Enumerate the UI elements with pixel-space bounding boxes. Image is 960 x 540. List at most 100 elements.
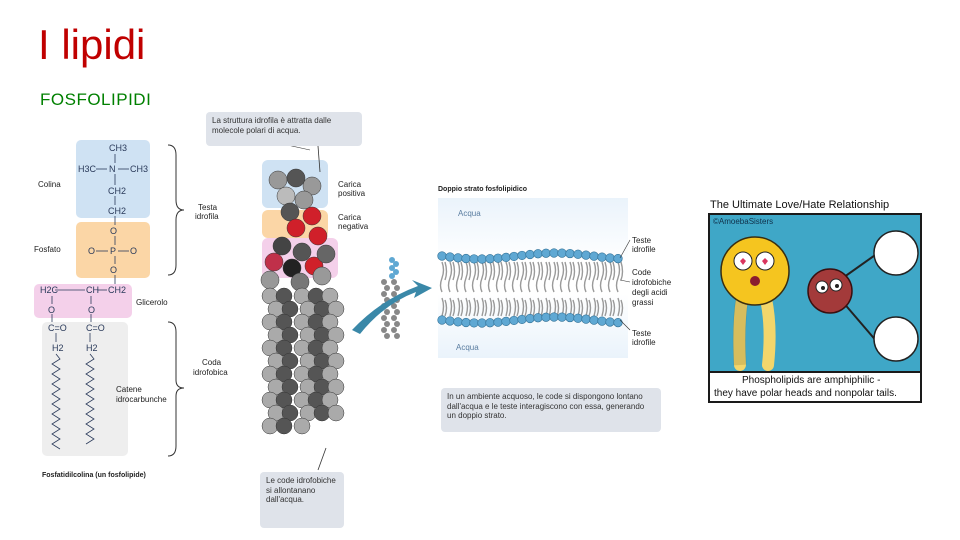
tail-lower [466, 298, 468, 316]
tail-upper [565, 262, 567, 280]
tail-lower [498, 298, 500, 316]
tail-lower [458, 298, 460, 316]
head-upper [574, 250, 583, 259]
tail-lower [613, 300, 615, 316]
tail-upper [553, 262, 556, 292]
tail-lower [469, 300, 471, 316]
tail-upper [485, 262, 487, 280]
head-lower [534, 313, 543, 322]
tail-lower [522, 298, 524, 316]
head-upper [526, 250, 535, 259]
tail-lower [594, 298, 596, 316]
tail-upper [445, 262, 447, 280]
head-upper [502, 253, 511, 262]
head-lower [558, 313, 567, 322]
head-lower [478, 319, 487, 328]
callout-bilayer: In un ambiente acquoso, le code si dispo… [441, 388, 661, 432]
tail-lower [474, 298, 476, 316]
tail-lower [501, 300, 503, 316]
head-upper [486, 254, 495, 263]
tail-lower [490, 298, 492, 316]
tail-lower [485, 300, 487, 316]
head-lower [510, 316, 519, 325]
code-label-3: degli acidi [632, 288, 668, 297]
head-upper [558, 249, 567, 258]
head-upper [518, 251, 527, 260]
comic-title: The Ultimate Love/Hate Relationship [710, 199, 889, 211]
tail-lower [533, 300, 535, 316]
tail-lower [450, 298, 452, 316]
teste-idrofile-bottom-label: Teste [632, 329, 651, 338]
acqua-bottom-label: Acqua [456, 343, 479, 352]
head-lower [454, 318, 463, 327]
tail-lower [493, 300, 495, 316]
head-upper [550, 249, 559, 258]
tail-upper [533, 262, 535, 280]
tail-upper [465, 262, 468, 292]
head-upper [462, 254, 471, 263]
head-lower [566, 313, 575, 322]
tail-upper [441, 262, 444, 292]
head-lower [550, 313, 559, 322]
tail-lower [541, 300, 543, 316]
head-upper [478, 255, 487, 264]
comic-characters [710, 215, 922, 373]
tail-upper [517, 262, 519, 280]
tail-upper [489, 262, 492, 292]
tail-lower [549, 300, 551, 316]
icon-tail [391, 315, 397, 321]
tail-lower [530, 298, 532, 316]
head-lower [526, 314, 535, 323]
tail-upper [537, 262, 540, 292]
icon-tail [384, 285, 390, 291]
head-upper [470, 255, 479, 264]
comic-caption-1: Phospholipids are amphiphilic - [742, 375, 880, 386]
tail-upper [481, 262, 484, 292]
tail-lower [453, 300, 455, 316]
tail-upper [513, 262, 516, 292]
head-lower [438, 316, 447, 325]
tail-upper [593, 262, 596, 292]
tail-lower [442, 298, 444, 316]
tail-upper [569, 262, 572, 292]
tail-lower [573, 300, 575, 316]
head-upper [454, 254, 463, 263]
head-lower [502, 317, 511, 326]
tail-upper [493, 262, 495, 280]
head-lower [598, 317, 607, 326]
tail-lower [610, 298, 612, 316]
tail-upper [529, 262, 532, 292]
head-lower [574, 314, 583, 323]
icon-tail [394, 309, 400, 315]
head-upper [566, 249, 575, 258]
tail-upper [541, 262, 543, 280]
head-upper [598, 253, 607, 262]
head-lower [542, 313, 551, 322]
icon-tail [394, 285, 400, 291]
tail-lower [605, 300, 607, 316]
teste-idrofile-label-2: idrofile [632, 245, 656, 254]
icon-tail [384, 321, 390, 327]
tail-lower [509, 300, 511, 316]
tail-lower [445, 300, 447, 316]
code-label-2: idrofobiche [632, 278, 671, 287]
tail-lower [602, 298, 604, 316]
icon-head [389, 273, 395, 279]
tail-upper [609, 262, 612, 292]
icon-tail [391, 279, 397, 285]
tail-lower [578, 298, 580, 316]
acqua-top-label: Acqua [458, 209, 481, 218]
tail-lower [565, 300, 567, 316]
tail-upper [605, 262, 607, 280]
tail-upper [577, 262, 580, 292]
head-lower [486, 318, 495, 327]
icon-tail [381, 327, 387, 333]
tail-upper [453, 262, 455, 280]
head-upper [446, 253, 455, 262]
teste-idrofile-label: Teste [632, 236, 651, 245]
tail-upper [585, 262, 588, 292]
tail-upper [573, 262, 575, 280]
tail-lower [525, 300, 527, 316]
tail-lower [461, 300, 463, 316]
tail-lower [589, 300, 591, 316]
